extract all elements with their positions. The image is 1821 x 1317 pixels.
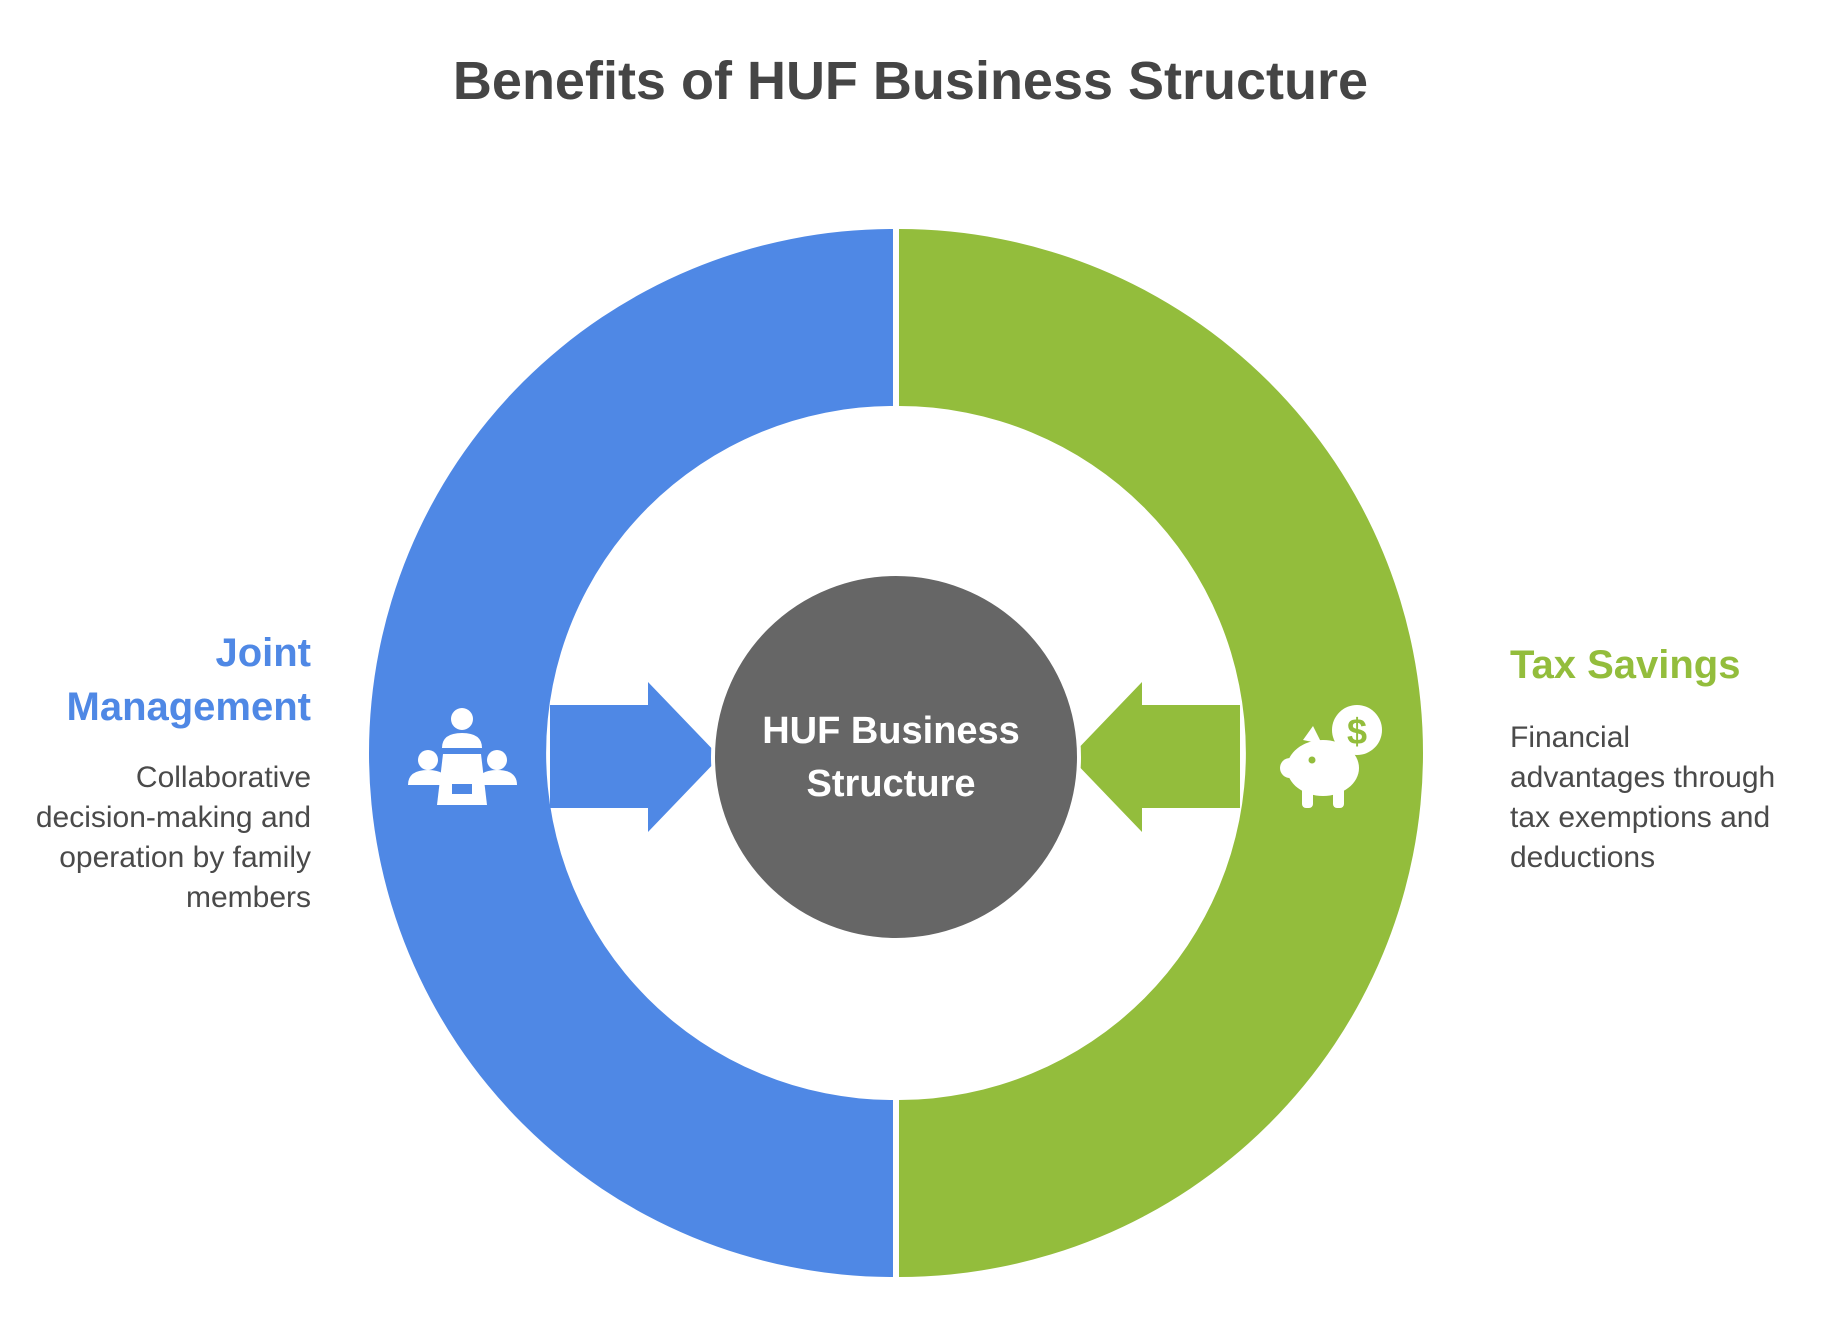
joint-management-desc-line: members bbox=[185, 881, 311, 914]
joint-management-title-line2: Management bbox=[66, 685, 312, 729]
tax-savings-desc-line: tax exemptions and bbox=[1510, 801, 1771, 834]
joint-management-title-line1: Joint bbox=[215, 631, 311, 675]
diagram-title: Benefits of HUF Business Structure bbox=[452, 51, 1369, 111]
joint-management-desc-line: decision-making and bbox=[35, 801, 311, 834]
joint-management-segment bbox=[369, 229, 893, 1277]
tax-savings-title: Tax Savings bbox=[1510, 643, 1741, 687]
tax-savings-desc-line: Financial bbox=[1510, 721, 1631, 754]
piggy-bank-dollar-icon: $ bbox=[1280, 705, 1382, 808]
right-arrow bbox=[1070, 682, 1240, 832]
center-label-line2: Structure bbox=[806, 763, 976, 805]
svg-text:$: $ bbox=[1347, 711, 1367, 752]
joint-management-description: Collaborative decision-making and operat… bbox=[36, 758, 311, 918]
family-meeting-icon bbox=[408, 708, 517, 805]
joint-management-desc-line: operation by family bbox=[59, 841, 311, 874]
tax-savings-desc-line: advantages through bbox=[1510, 761, 1776, 794]
tax-savings-description: Financial advantages through tax exempti… bbox=[1510, 718, 1775, 878]
tax-savings-desc-line: deductions bbox=[1510, 841, 1656, 874]
center-circle bbox=[711, 572, 1081, 942]
joint-management-desc-line: Collaborative bbox=[135, 761, 311, 794]
left-arrow bbox=[550, 682, 720, 832]
tax-savings-segment bbox=[899, 229, 1423, 1277]
center-label-line1: HUF Business bbox=[762, 710, 1020, 752]
joint-management-title: Joint Management bbox=[67, 626, 312, 734]
center-label: HUF Business Structure bbox=[711, 705, 1071, 811]
